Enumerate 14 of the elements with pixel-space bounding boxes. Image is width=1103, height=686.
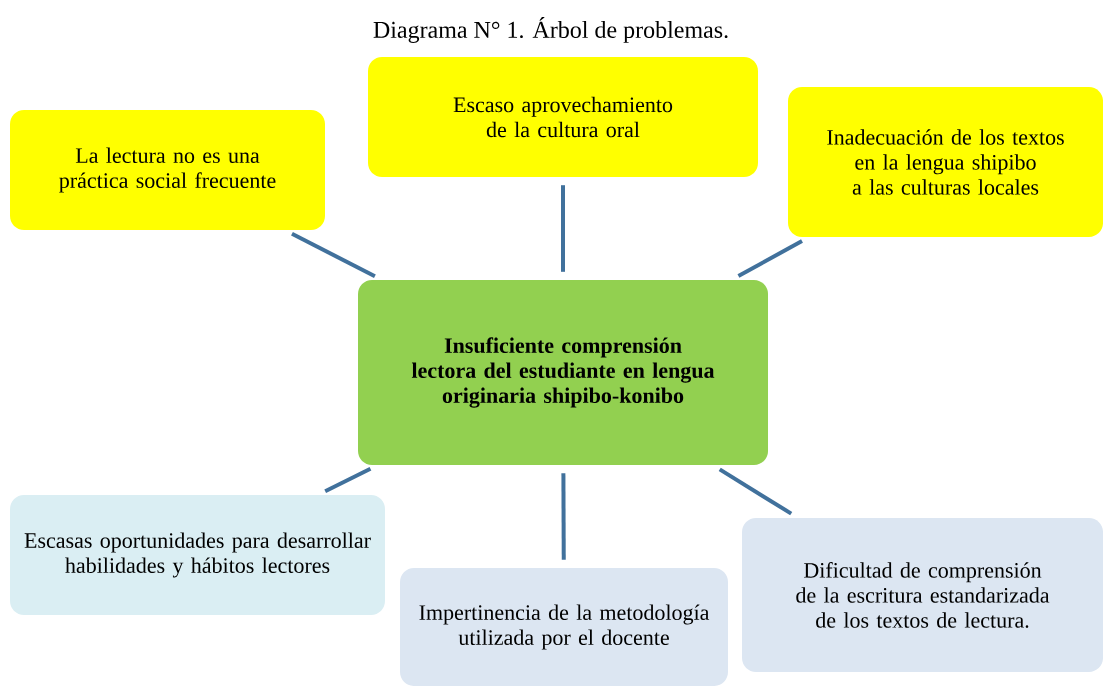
cause-box: La lectura no es una práctica social frecuente (10, 110, 325, 230)
connector-line (561, 473, 566, 560)
connector-line (718, 467, 793, 516)
cause-box: Dificultad de comprensión de la escritura estandarizada de los textos de lectura. (742, 518, 1103, 672)
cause-box: Inadecuación de los textos en la lengua shipibo a las culturas locales (788, 87, 1103, 237)
cause-box: Escaso aprovechamiento de la cultura oral (368, 57, 758, 177)
connector-line (561, 185, 565, 272)
connector-line (291, 232, 376, 278)
cause-box: Escasas oportunidades para desarrollar habilidades y hábitos lectores (10, 495, 385, 615)
connector-line (324, 466, 372, 494)
title: Diagrama N° 1. Árbol de problemas. (373, 17, 728, 43)
problem-box: Insuficiente comprensión lectora del estudiante en lengua originaria shipibo-konibo (358, 280, 768, 465)
connector-line (737, 239, 803, 278)
cause-box: Impertinencia de la metodología utilizada por el docente (400, 568, 728, 686)
